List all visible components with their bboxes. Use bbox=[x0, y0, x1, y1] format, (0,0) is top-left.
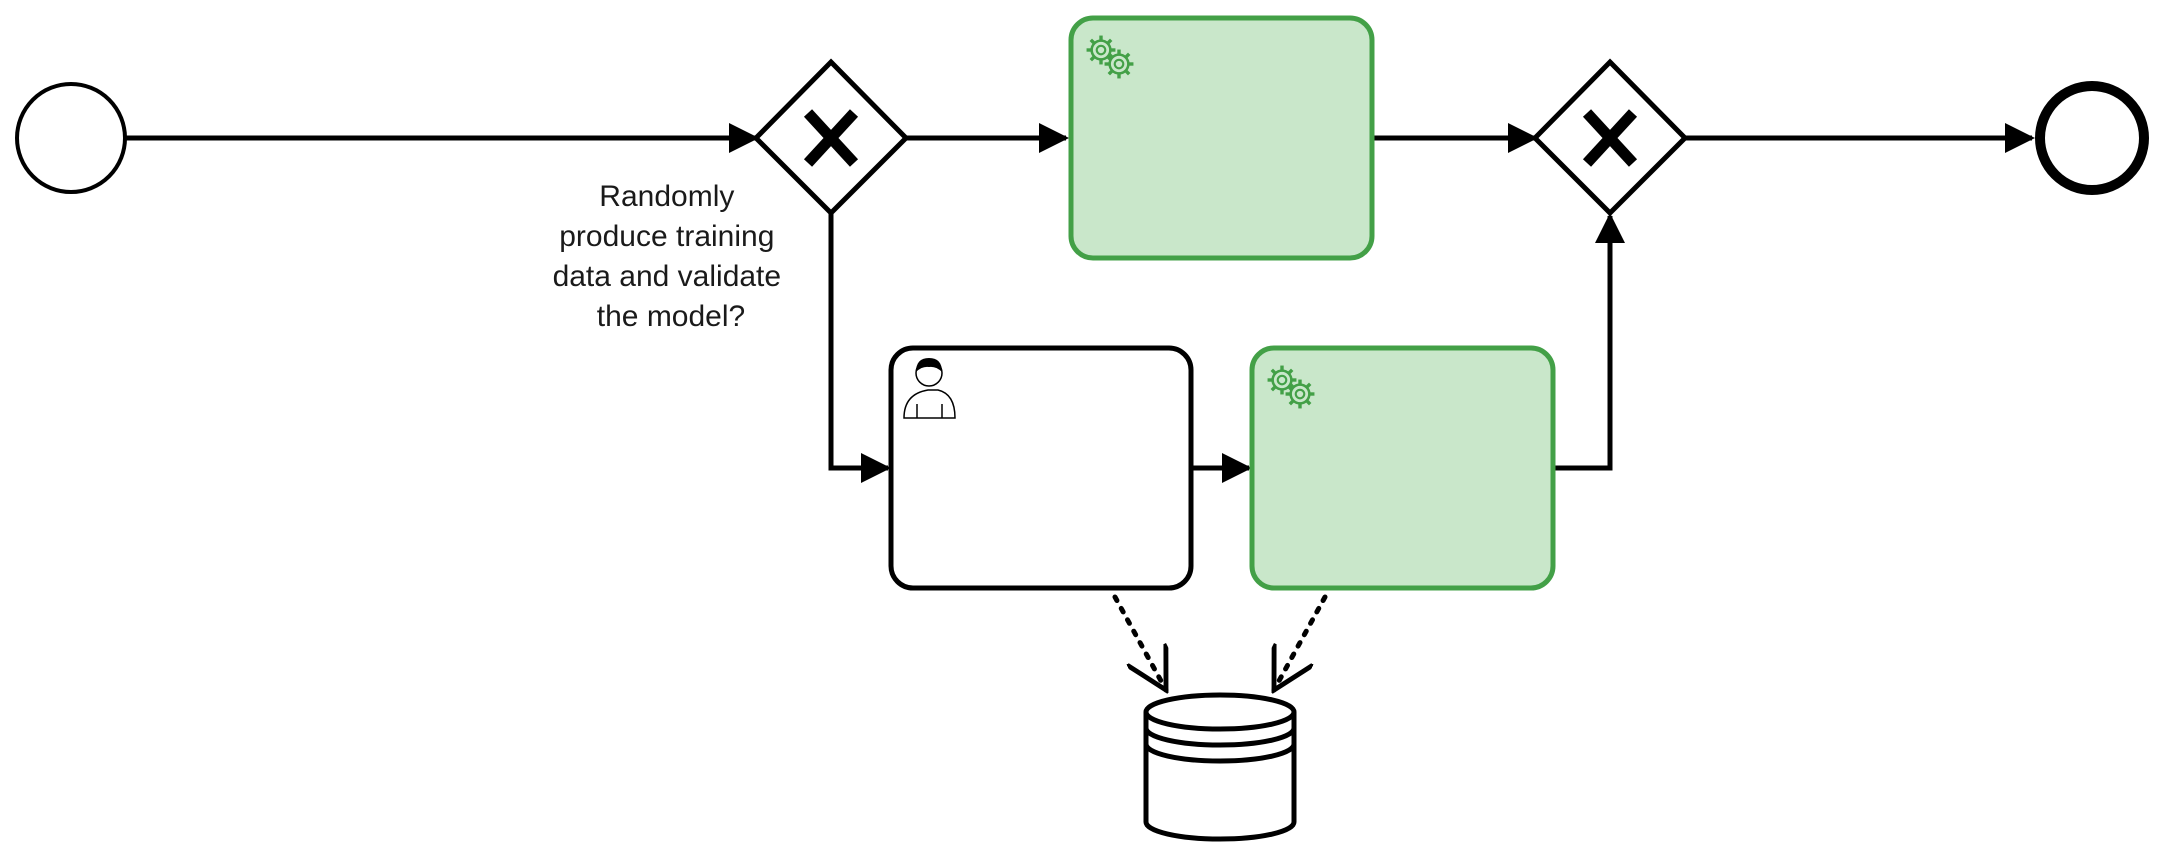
gateway-x-icon bbox=[803, 109, 859, 167]
split-gateway[interactable] bbox=[752, 58, 910, 217]
gateway-question-line-4: the model? bbox=[597, 300, 745, 333]
user-icon bbox=[903, 358, 956, 419]
gateway-question-line-1: Randomly bbox=[599, 180, 734, 213]
gateway-question-line-3: data and validate bbox=[553, 260, 782, 293]
start-event[interactable] bbox=[15, 82, 127, 194]
gateway-question-label: Randomly produce training data and valid… bbox=[553, 180, 790, 333]
data-association-bottom-task-to-store bbox=[1271, 594, 1328, 690]
flow-split-to-user-task bbox=[828, 213, 891, 483]
service-task-top[interactable] bbox=[1068, 15, 1375, 261]
service-task-bottom[interactable] bbox=[1249, 345, 1556, 591]
flow-bottom-task-to-merge bbox=[1553, 213, 1625, 471]
merge-gateway[interactable] bbox=[1531, 58, 1689, 217]
user-task[interactable] bbox=[888, 345, 1194, 591]
data-association-user-task-to-store bbox=[1112, 594, 1169, 690]
gateway-x-icon bbox=[1582, 109, 1638, 167]
database-icon bbox=[1143, 692, 1297, 842]
gateway-question-line-2: produce training bbox=[559, 220, 774, 253]
end-event[interactable] bbox=[2035, 81, 2149, 195]
data-store[interactable] bbox=[1143, 692, 1297, 842]
